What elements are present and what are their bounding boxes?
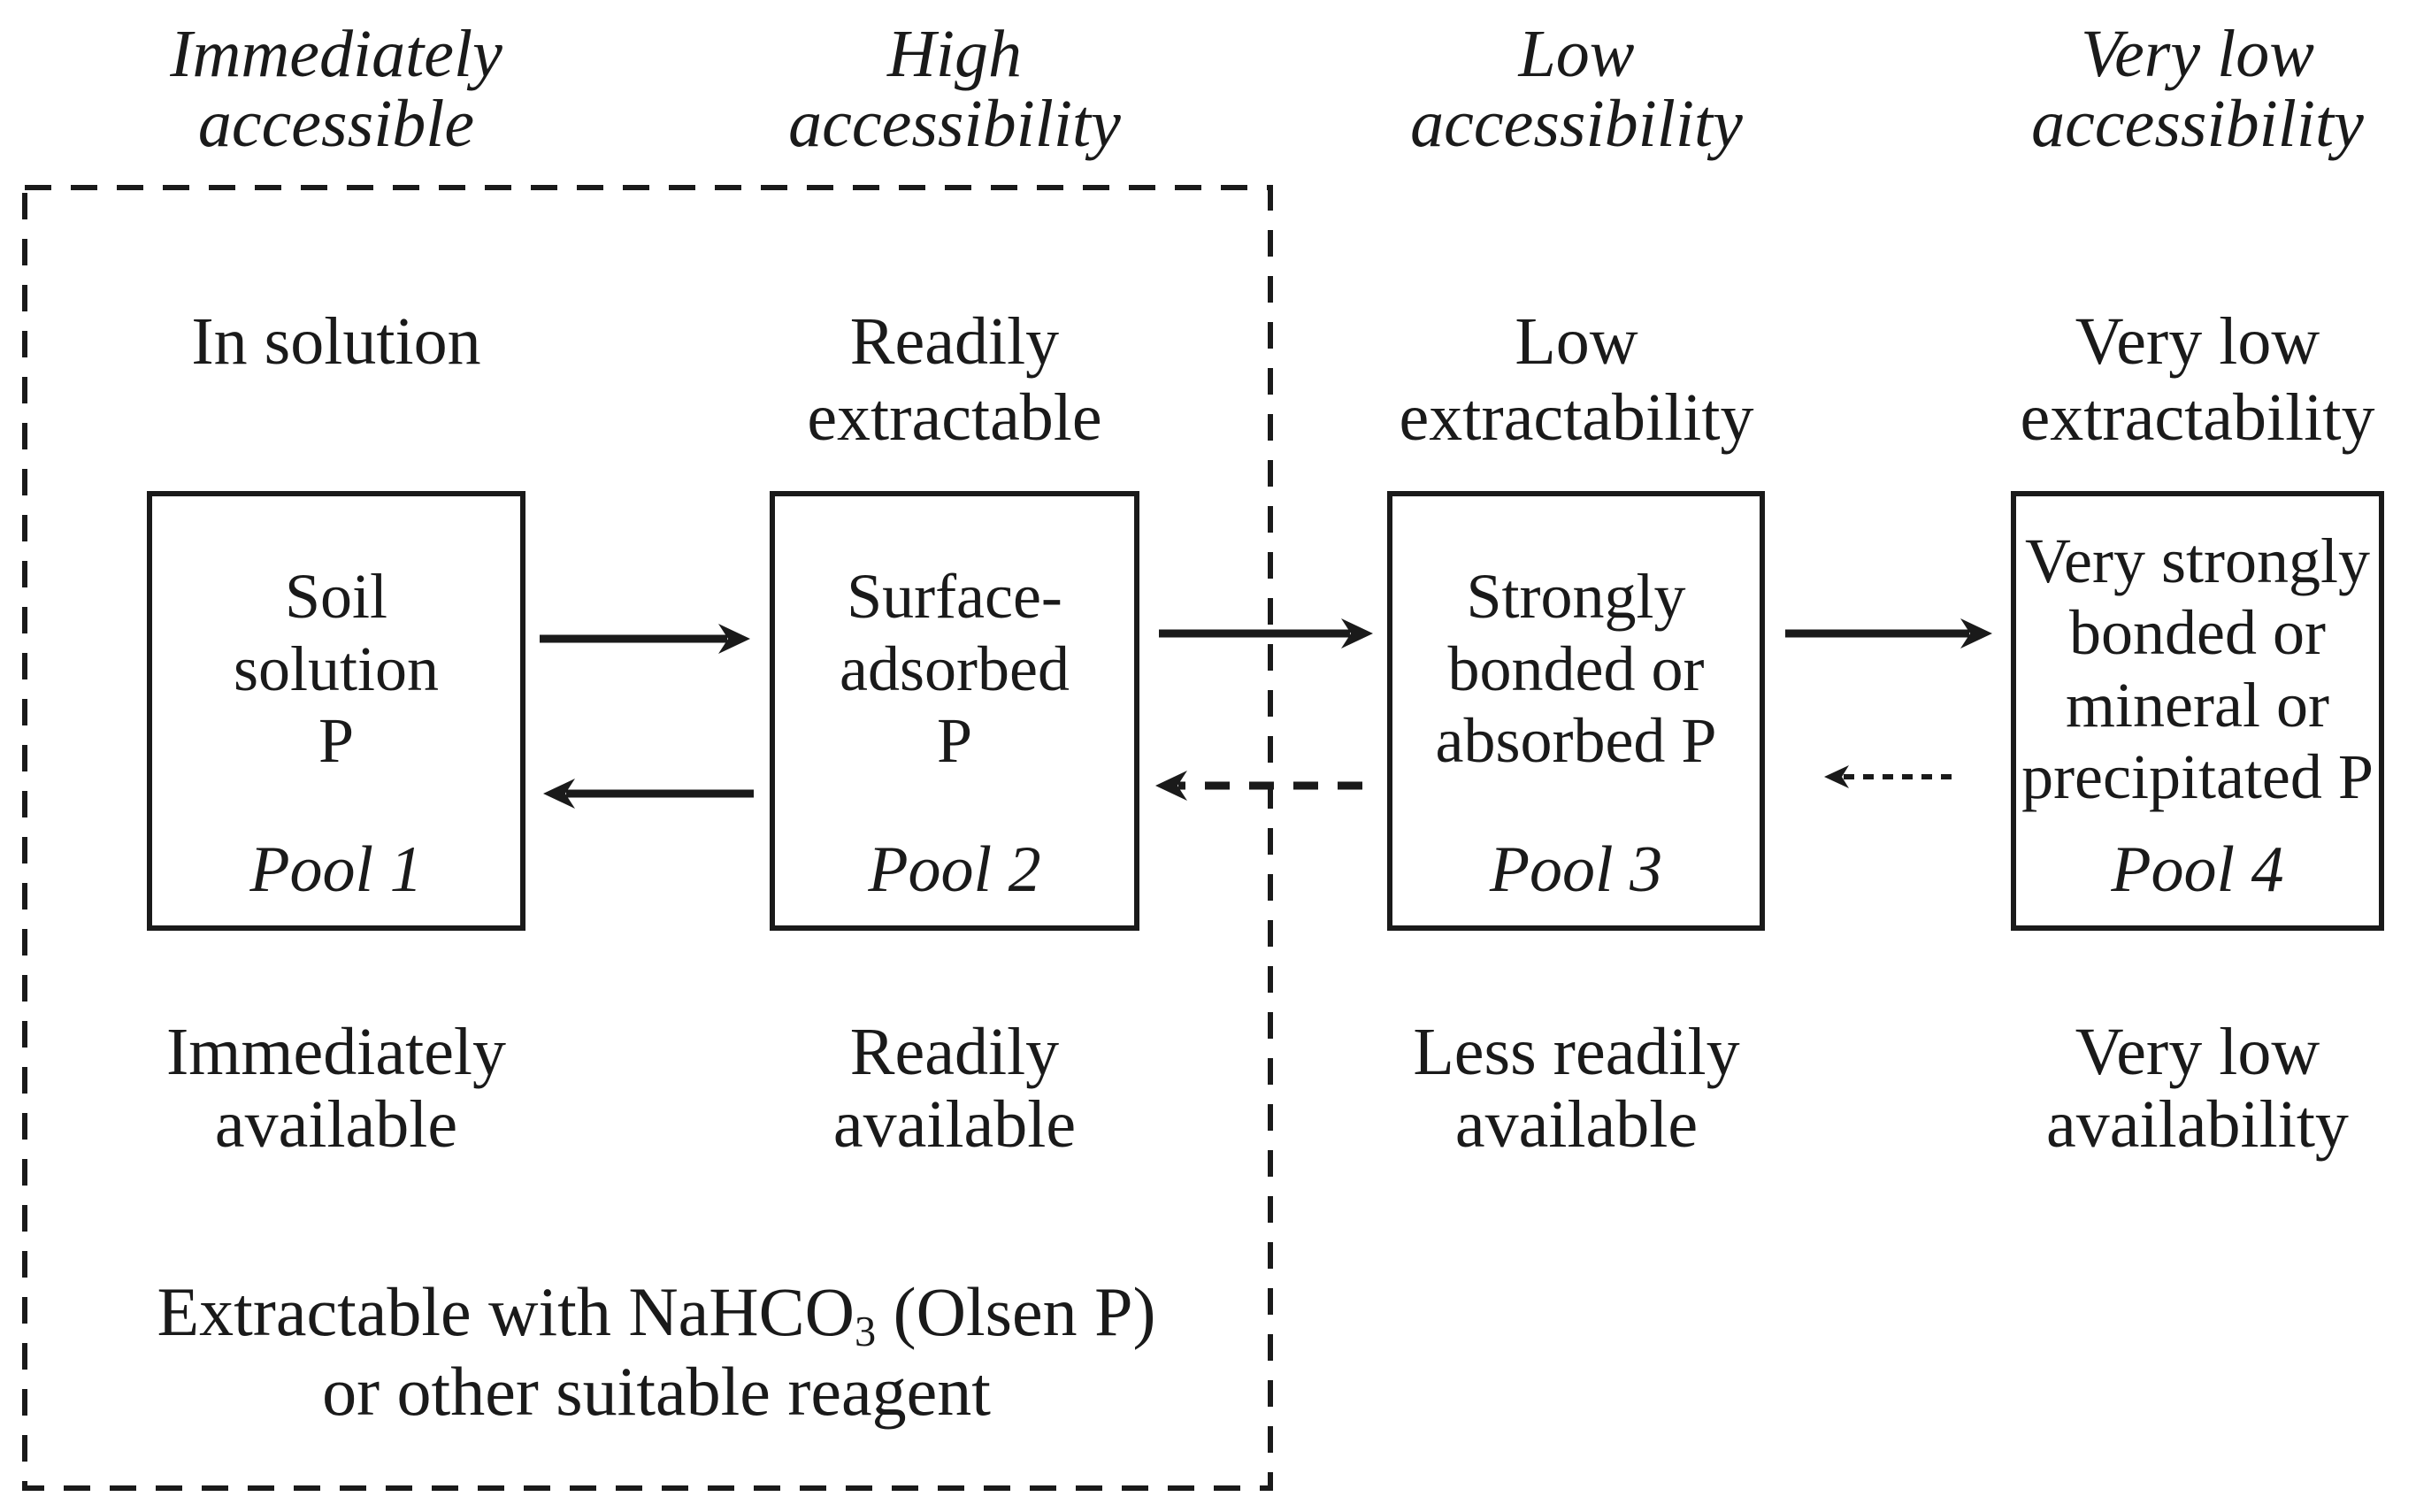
pool-label: Pool 4: [2111, 833, 2284, 906]
extraction-reagent-note-line2: or other suitable reagent: [322, 1353, 991, 1431]
extractability-note-1: In solution: [191, 304, 481, 379]
extractability-note-4: Very low extractability: [2020, 304, 2375, 455]
extraction-reagent-note-line1: Extractable with NaHCO3 (Olsen P): [157, 1273, 1156, 1356]
pool-box-2: Surface- adsorbed P Pool 2: [770, 491, 1139, 931]
extractability-note-3: Low extractability: [1399, 304, 1754, 455]
arrow-pool2-to-pool3: [1159, 618, 1373, 649]
subscript-3: 3: [854, 1309, 877, 1356]
olsen-extractable-boundary: [22, 185, 1273, 1491]
column-header-accessibility-3: Low accessibility: [1410, 17, 1743, 162]
pool-box-title: Soil solution P: [233, 561, 440, 777]
availability-label-2: Readily available: [832, 1015, 1077, 1163]
pool-label: Pool 2: [868, 833, 1041, 906]
pool-box-3: Strongly bonded or absorbed P Pool 3: [1387, 491, 1765, 931]
pool-label: Pool 3: [1489, 833, 1663, 906]
extractability-note-2: Readily extractable: [807, 304, 1102, 455]
arrow-pool3-to-pool2-dashed: [1155, 771, 1362, 801]
availability-label-4: Very low availability: [2046, 1015, 2349, 1163]
column-header-accessibility-2: High accessibility: [788, 17, 1121, 162]
arrow-pool3-to-pool4: [1785, 618, 1992, 649]
column-header-accessibility-4: Very low accessibility: [2031, 17, 2364, 162]
pool-box-title: Strongly bonded or absorbed P: [1435, 561, 1717, 777]
arrow-pool4-to-pool3-dotted: [1824, 765, 1952, 788]
pool-label: Pool 1: [249, 833, 423, 906]
availability-label-3: Less readily available: [1413, 1015, 1740, 1163]
pool-box-title: Very strongly bonded or mineral or preci…: [2021, 525, 2374, 812]
arrow-pool2-to-pool1: [543, 779, 754, 809]
availability-label-1: Immediately available: [165, 1015, 507, 1163]
pool-box-title: Surface- adsorbed P: [840, 561, 1070, 777]
pool-box-1: Soil solution P Pool 1: [147, 491, 525, 931]
column-header-accessibility-1: Immediately accessible: [170, 17, 502, 162]
pool-box-4: Very strongly bonded or mineral or preci…: [2011, 491, 2384, 931]
arrow-pool1-to-pool2: [540, 624, 750, 654]
extraction-reagent-note: Extractable with NaHCO3 (Olsen P) or oth…: [37, 1272, 1276, 1432]
